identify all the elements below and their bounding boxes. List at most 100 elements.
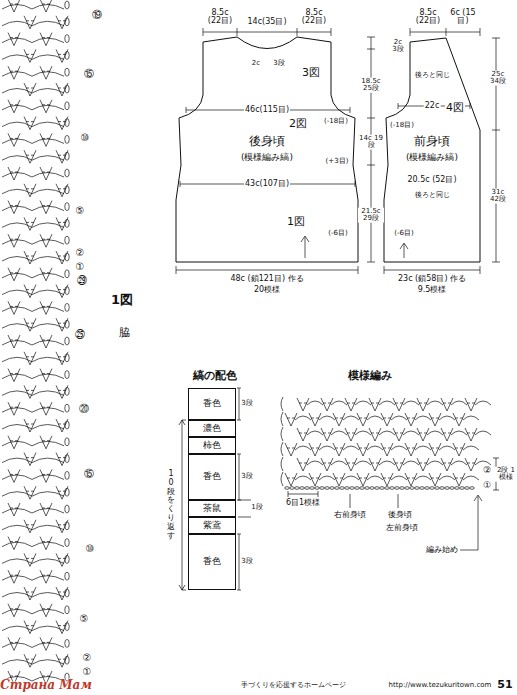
stripe-band: 紫鳶 (188, 517, 236, 534)
dimension-label: 46c(115目) (244, 106, 290, 115)
dimension-label: (+3目) (325, 158, 350, 166)
chain-loop (65, 572, 69, 580)
dimension-label: (-18目) (389, 122, 415, 130)
foundation-chain (395, 487, 400, 490)
dimension-label: 23c (鎖58目) 作る (397, 275, 467, 284)
repeat-bracket (179, 420, 186, 590)
chain-loop (65, 169, 69, 177)
piece-note: 編み始め (425, 546, 459, 555)
chain-loop (65, 85, 69, 93)
row-number: ② (75, 247, 86, 258)
dimension-label: 14c(35目) (247, 18, 288, 27)
color-name: 柿色 (203, 441, 221, 451)
foundation-chain (375, 487, 380, 490)
foundation-chain (285, 487, 290, 490)
foundation-chain (325, 487, 330, 490)
color-name: 香色 (203, 399, 221, 409)
foundation-chain (360, 487, 365, 490)
stripe-band: 香色 (188, 454, 236, 500)
footer-text: 手づくりを応援するホームページ (240, 682, 347, 690)
foundation-chain (410, 487, 415, 490)
chain-loop (65, 152, 69, 160)
dimension-label: 18.5c 25段 (358, 78, 384, 93)
dimension-label: 9.5模様 (417, 286, 448, 295)
chain-loop (65, 18, 69, 26)
foundation-chain (355, 487, 360, 490)
chain-loop (65, 539, 69, 547)
dimension-label: 3段 (240, 473, 253, 481)
row-number: ⑮ (83, 68, 95, 79)
chain-loop (65, 606, 69, 614)
foundation-chain (465, 487, 470, 490)
dimension-label: 14c 19段 (358, 135, 384, 150)
color-name: 茶鼠 (203, 504, 221, 514)
stitch-symbols (2, 0, 68, 684)
foundation-chain (370, 487, 375, 490)
piece-note: 後身頃 (387, 511, 413, 520)
foundation-chain (435, 487, 440, 490)
section-title: 縞の配色 (192, 370, 238, 382)
chain-loop (65, 354, 69, 362)
dimension-label: 8.5c (22目) (204, 9, 236, 26)
chain-loop (65, 505, 69, 513)
back-body-outline (176, 37, 358, 262)
chain-loop (65, 102, 69, 110)
figure-number: 4図 (445, 102, 465, 114)
chain-loop (65, 589, 69, 597)
chain-loop (65, 119, 69, 127)
foundation-chain (430, 487, 435, 490)
chain-loop (65, 421, 69, 429)
row-number: ㉙ (76, 275, 88, 286)
direction-arrow (400, 243, 408, 258)
dimension-label: (-6目) (393, 230, 414, 238)
row-number: ⑤ (75, 205, 86, 216)
row-number: ⑤ (79, 613, 90, 624)
dimension-label: (模様編み縞) (405, 153, 459, 163)
foundation-chain (405, 487, 410, 490)
chain-loop (65, 337, 69, 345)
dimension-label: 2c (251, 60, 261, 68)
row-number: ⑲ (91, 9, 103, 20)
chain-loop (65, 186, 69, 194)
chain-loop (65, 35, 69, 43)
foundation-chain (380, 487, 385, 490)
chain-loop (65, 219, 69, 227)
dimension-label: 2段 1模様 (494, 467, 517, 482)
foundation-chain (335, 487, 340, 490)
dimension-line (367, 37, 375, 262)
dimension-label: (模様編み縞) (240, 153, 294, 163)
chain-loop (65, 371, 69, 379)
chain-loop (65, 522, 69, 530)
figure-number: 1図 (286, 216, 306, 228)
dimension-label: 1段 (250, 504, 263, 512)
foundation-chain (445, 487, 450, 490)
stitch-chart (2, 0, 491, 684)
foundation-chain (345, 487, 350, 490)
dimension-label: 48c (鎖121目) 作る (229, 275, 304, 284)
chain-loop (65, 135, 69, 143)
chain-loop (65, 287, 69, 295)
row-number: ⑩ (80, 132, 91, 143)
chain-loop (65, 555, 69, 563)
piece-note: 右前身頃 (333, 511, 367, 520)
row-number: ① (82, 666, 93, 677)
foundation-chain (350, 487, 355, 490)
dimension-label: 脇 (118, 327, 131, 339)
front-body-outline (384, 38, 480, 262)
dimension-label: 21.5c 29段 (358, 208, 384, 223)
color-name: 香色 (203, 557, 221, 567)
direction-arrow (301, 236, 309, 258)
figure-number: 2図 (288, 118, 308, 130)
foundation-chain (390, 487, 395, 490)
chain-loop (65, 471, 69, 479)
dimension-label: 6c (15目) (447, 9, 479, 26)
dimension-label: 3段 (240, 558, 253, 566)
section-title: 模様編み (347, 370, 393, 382)
row-number: ⑳ (78, 403, 90, 414)
row-number: ⑩ (85, 543, 96, 554)
color-name: 香色 (203, 472, 221, 482)
chain-loop (65, 270, 69, 278)
row-number: ㉕ (74, 329, 86, 340)
chain-loop (65, 236, 69, 244)
